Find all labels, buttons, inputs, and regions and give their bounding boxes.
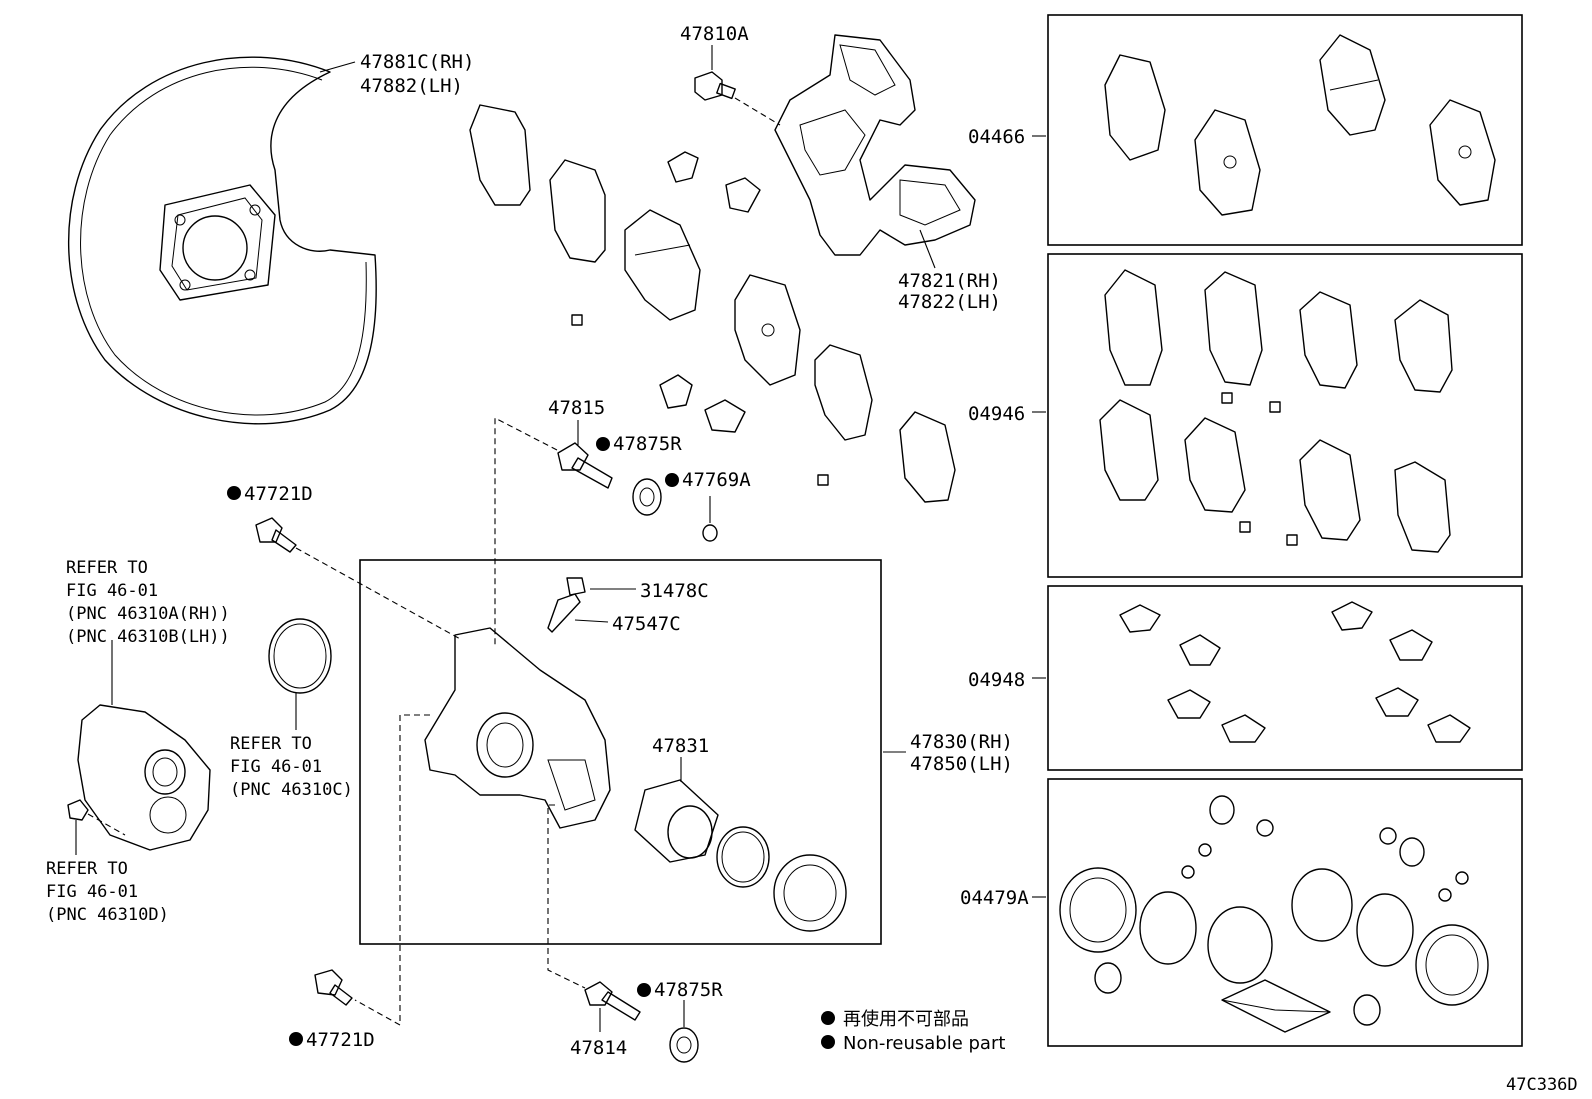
dash-47815 xyxy=(494,417,558,648)
ref1-line4: (PNC 46310B(LH)) xyxy=(66,627,230,647)
boot-47875r-b-drawing xyxy=(669,1027,699,1063)
ref1-line1: REFER TO xyxy=(66,558,148,578)
leader-47881c xyxy=(319,61,356,73)
figure-code: 47C336D xyxy=(1506,1075,1578,1095)
caliper-body-drawing xyxy=(424,577,611,829)
nonreusable-dot-47769a xyxy=(665,473,679,487)
label-47769a: 47769A xyxy=(682,469,751,491)
kit-box-04466 xyxy=(1047,14,1523,246)
actuator-motor-drawing xyxy=(77,704,211,851)
pads-shims-drawing xyxy=(469,104,956,503)
bolt-47721d-a-drawing xyxy=(255,517,297,553)
piston-47831-drawing xyxy=(634,779,719,863)
label-04479a: 04479A xyxy=(960,887,1029,909)
nonreusable-dot-47721d-b xyxy=(289,1032,303,1046)
label-47830: 47830(RH) xyxy=(910,731,1013,753)
kit-box-04479a xyxy=(1047,778,1523,1047)
label-47875r-a: 47875R xyxy=(613,433,682,455)
label-47881c: 47881C(RH) xyxy=(360,51,474,73)
label-47822: 47822(LH) xyxy=(898,291,1001,313)
dash-47721d-b xyxy=(354,714,430,1026)
ref2-line3: (PNC 46310C) xyxy=(230,780,353,800)
label-47810a: 47810A xyxy=(680,23,749,45)
dust-shield-drawing xyxy=(67,56,377,425)
ref2-line1: REFER TO xyxy=(230,734,312,754)
kit-04466-pads xyxy=(1104,34,1496,216)
kit-04479a-seals xyxy=(1059,795,1489,1033)
dash-47814 xyxy=(547,804,586,989)
kit-box-04948 xyxy=(1047,585,1523,771)
boot-47875r-a-drawing xyxy=(632,478,662,516)
label-47850: 47850(LH) xyxy=(910,753,1013,775)
ref3-line1: REFER TO xyxy=(46,859,128,879)
ref3-line3: (PNC 46310D) xyxy=(46,905,169,925)
o-ring-drawing xyxy=(268,618,332,694)
label-47875r-b: 47875R xyxy=(654,979,723,1001)
label-47882: 47882(LH) xyxy=(360,75,463,97)
cap-47769a-drawing xyxy=(702,524,718,542)
label-47814: 47814 xyxy=(570,1037,627,1059)
legend-text-en: Non-reusable part xyxy=(843,1033,1005,1054)
label-47831: 47831 xyxy=(652,735,709,757)
piston-boot-drawing xyxy=(773,854,847,932)
bolt-47810a-drawing xyxy=(694,71,736,101)
label-47815: 47815 xyxy=(548,397,605,419)
leader-47547c xyxy=(574,619,609,623)
kit-04948-clips xyxy=(1119,601,1471,743)
nonreusable-dot-47721d-a xyxy=(227,486,241,500)
piston-seal-drawing xyxy=(716,826,770,888)
kit-04946-shims xyxy=(1099,269,1453,553)
ref1-line3: (PNC 46310A(RH)) xyxy=(66,604,230,624)
caliper-assembly-box xyxy=(359,559,882,945)
label-47547c: 47547C xyxy=(612,613,681,635)
ref3-line2: FIG 46-01 xyxy=(46,882,138,902)
actuator-screw-drawing xyxy=(67,799,126,836)
leader-47821 xyxy=(919,229,936,269)
label-04948: 04948 xyxy=(968,669,1025,691)
slide-pin-47814-drawing xyxy=(584,981,641,1021)
dash-47810a xyxy=(734,97,781,126)
kit-box-04946 xyxy=(1047,253,1523,578)
bolt-47721d-b-drawing xyxy=(314,969,353,1006)
label-47721d-a: 47721D xyxy=(244,483,313,505)
legend-dot-1 xyxy=(821,1011,835,1025)
ref1-line2: FIG 46-01 xyxy=(66,581,158,601)
nonreusable-dot-47875r-a xyxy=(596,437,610,451)
dash-47721d-a xyxy=(295,547,463,641)
legend-dot-2 xyxy=(821,1035,835,1049)
caliper-mounting-drawing xyxy=(774,34,976,256)
label-47821: 47821(RH) xyxy=(898,270,1001,292)
ref2-line2: FIG 46-01 xyxy=(230,757,322,777)
slide-pin-47815-drawing xyxy=(557,442,613,489)
label-04466: 04466 xyxy=(968,126,1025,148)
label-47721d-b: 47721D xyxy=(306,1029,375,1051)
legend-text-jp: 再使用不可部品 xyxy=(843,1009,969,1030)
label-04946: 04946 xyxy=(968,403,1025,425)
nonreusable-dot-47875r-b xyxy=(637,983,651,997)
label-31478c: 31478C xyxy=(640,580,709,602)
